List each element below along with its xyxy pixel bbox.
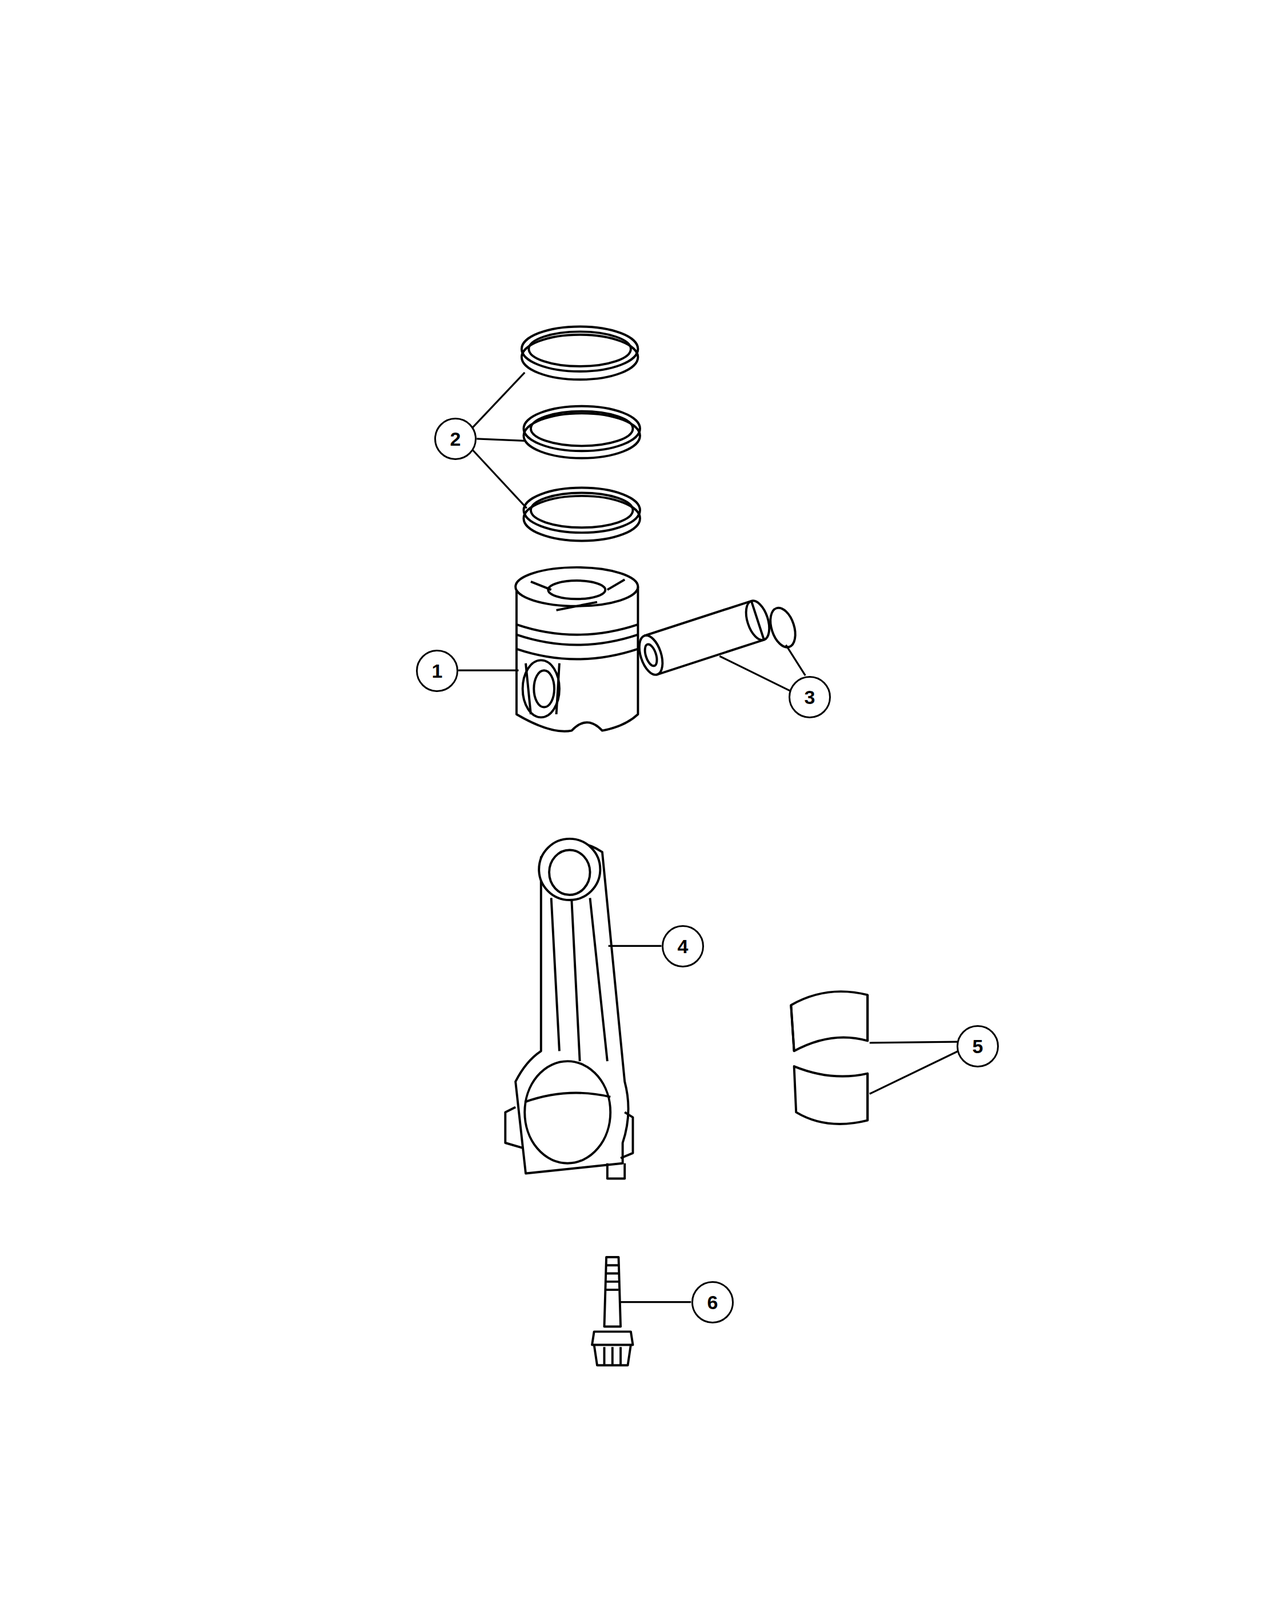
callout-number: 5: [956, 1025, 999, 1068]
leader-lines: [458, 372, 959, 1303]
callout-number: 3: [788, 676, 831, 719]
callout-number: 6: [691, 1281, 734, 1324]
bearing-shells: [790, 991, 868, 1124]
piston: [515, 567, 638, 732]
pin-clip: [765, 604, 800, 651]
piston-pin: [634, 597, 774, 678]
callout-number: 2: [434, 417, 477, 460]
callout-number: 1: [416, 649, 459, 692]
rod-bolt: [592, 1257, 633, 1366]
connecting-rod: [505, 838, 633, 1179]
piston-rings: [521, 326, 640, 541]
callout-number: 4: [661, 925, 704, 968]
